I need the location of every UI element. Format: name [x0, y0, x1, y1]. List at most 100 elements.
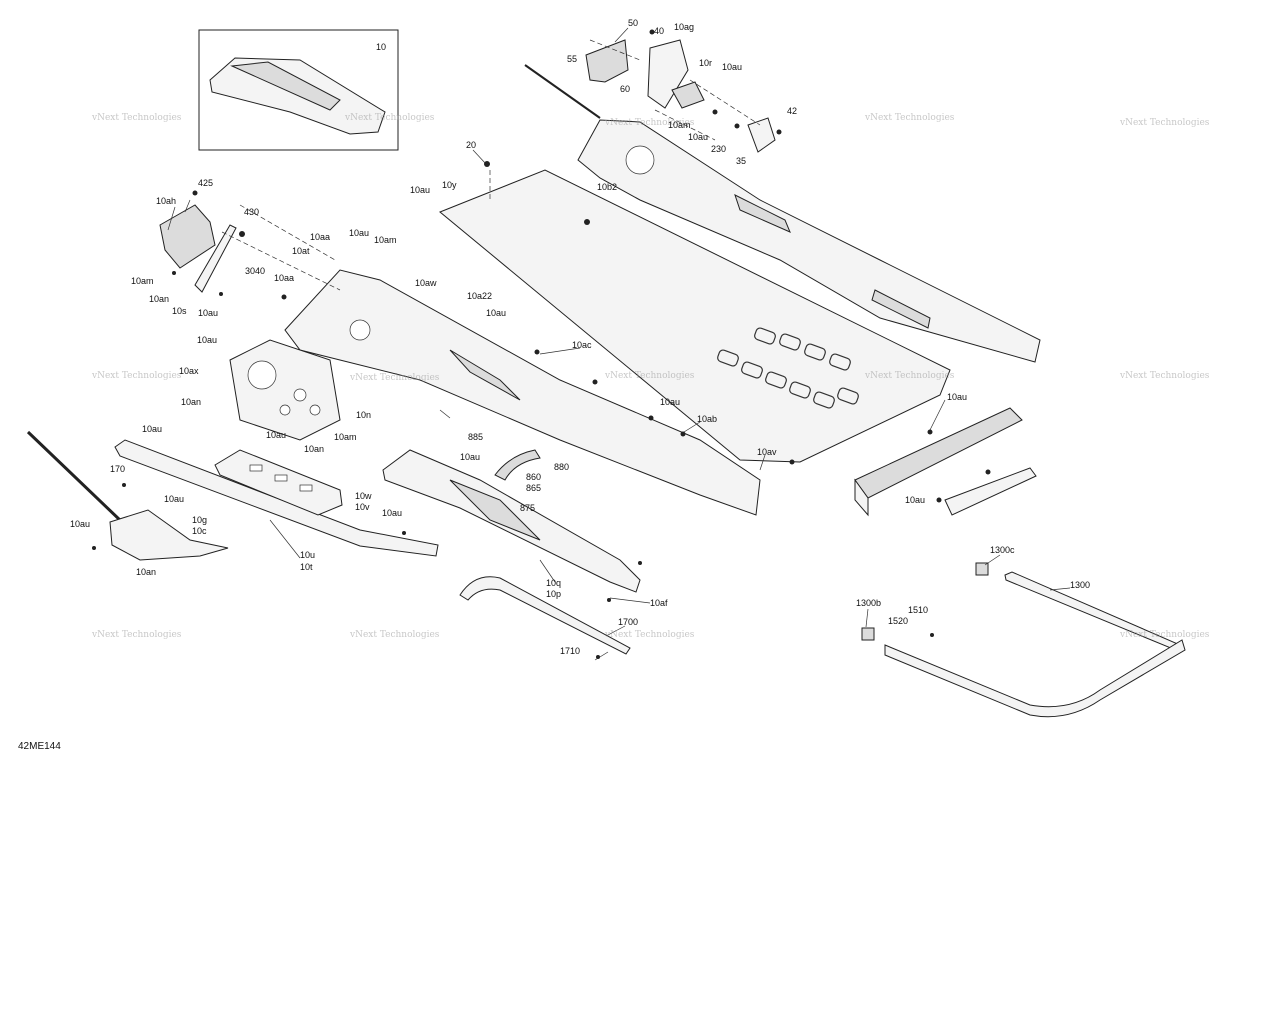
callout: 10au	[382, 508, 402, 518]
callout: 10am	[131, 276, 154, 286]
front-rail-10u	[114, 439, 439, 557]
callout: 10au	[349, 228, 369, 238]
rail-10u-body	[114, 439, 439, 557]
left-rail-hole	[349, 319, 371, 341]
bracket-35	[747, 117, 776, 153]
watermark-3: vNext Technologies	[604, 118, 695, 128]
callout: 10af	[650, 598, 668, 608]
callout: 10y	[442, 180, 457, 190]
fasteners	[92, 29, 991, 659]
callout: 10am	[374, 235, 397, 245]
callout: 10au	[266, 430, 286, 440]
watermark-4: vNext Technologies	[864, 113, 955, 123]
watermarks: vNext Technologies vNext Technologies vN…	[91, 113, 1210, 640]
watermark-1: vNext Technologies	[91, 113, 182, 123]
callout: 10am	[668, 120, 691, 130]
watermark-7: vNext Technologies	[349, 373, 440, 383]
gusset-large-hole	[247, 360, 277, 390]
assembly-lines	[221, 39, 761, 291]
callout: 860	[526, 472, 541, 482]
inset-tunnel-top	[230, 61, 341, 111]
callout: 865	[526, 483, 541, 493]
callout: 20	[466, 140, 476, 150]
callout: 875	[520, 503, 535, 513]
callout: 10au	[70, 519, 90, 529]
callout: 10ab	[697, 414, 717, 424]
clip-1300b	[861, 627, 875, 641]
frame-bracket-10an	[214, 449, 343, 516]
rear-support-strut	[944, 467, 1037, 516]
callout: 10av	[757, 447, 777, 457]
watermark-11: vNext Technologies	[91, 630, 182, 640]
callout: 10n	[356, 410, 371, 420]
callout: 170	[110, 464, 125, 474]
frame-bracket-body	[214, 449, 343, 516]
diagram-reference-code: 42ME144	[18, 741, 61, 752]
callout: 10aa	[274, 273, 294, 283]
callout: 10v	[355, 502, 370, 512]
part-860-865	[494, 449, 541, 481]
callout: 10s	[172, 306, 187, 316]
callout: 10r	[699, 58, 712, 68]
callout: 40	[654, 26, 664, 36]
watermark-2: vNext Technologies	[344, 113, 435, 123]
front-gusset-plate	[229, 339, 341, 441]
callout: 42	[787, 106, 797, 116]
callout: 10ag	[674, 22, 694, 32]
callout: 10b2	[597, 182, 617, 192]
bracket-860	[494, 449, 541, 481]
rail-10q-cutout	[449, 479, 541, 541]
callout: 10at	[292, 246, 310, 256]
callout: 1700	[618, 617, 638, 627]
callout: 10w	[355, 491, 372, 501]
callout: 10au	[688, 132, 708, 142]
callout: 1520	[888, 616, 908, 626]
callout: 10an	[149, 294, 169, 304]
watermark-5: vNext Technologies	[1119, 118, 1210, 128]
callout: 10q	[546, 578, 561, 588]
leader-lines	[167, 27, 1071, 661]
callout: 10au	[947, 392, 967, 402]
inset-panel: 10	[198, 29, 399, 151]
right-side-rail	[577, 119, 1041, 363]
callout: 10au	[198, 308, 218, 318]
callout: 880	[554, 462, 569, 472]
inset-label: 10	[376, 42, 386, 52]
left-rail-body	[284, 269, 761, 516]
callout: 3040	[245, 266, 265, 276]
watermark-13: vNext Technologies	[604, 630, 695, 640]
callout: 1300c	[990, 545, 1015, 555]
block-10r	[671, 81, 705, 109]
rear-bumper-1300	[861, 562, 1186, 718]
watermark-6: vNext Technologies	[91, 371, 182, 381]
left-rail-slot	[449, 349, 521, 401]
skid-1700-body	[459, 576, 631, 655]
heat-exchanger-bracket	[159, 204, 237, 293]
callout: 10t	[300, 562, 313, 572]
callout: 10au	[486, 308, 506, 318]
callout-labels: 55 50 40 10ag 10r 10au 60 10am 42 10au 2…	[70, 18, 1090, 656]
bracket-10ah	[159, 204, 216, 269]
bumper-1300-arc	[884, 639, 1186, 718]
watermark-12: vNext Technologies	[349, 630, 440, 640]
watermark-8: vNext Technologies	[604, 371, 695, 381]
callout: 10g	[192, 515, 207, 525]
callout: 50	[628, 18, 638, 28]
callout: 10am	[334, 432, 357, 442]
side-rail-10q	[382, 449, 641, 593]
callout: 10au	[460, 452, 480, 462]
rod-top	[524, 64, 601, 119]
callout: 1710	[560, 646, 580, 656]
rod-430	[194, 224, 237, 293]
callout: 885	[468, 432, 483, 442]
callout: 10au	[905, 495, 925, 505]
rear-bumper-end	[854, 478, 869, 517]
callout: 1300b	[856, 598, 881, 608]
watermark-10: vNext Technologies	[1119, 371, 1210, 381]
callout: 10au	[410, 185, 430, 195]
callout: 425	[198, 178, 213, 188]
callout: 10ah	[156, 196, 176, 206]
callout: 10au	[164, 494, 184, 504]
